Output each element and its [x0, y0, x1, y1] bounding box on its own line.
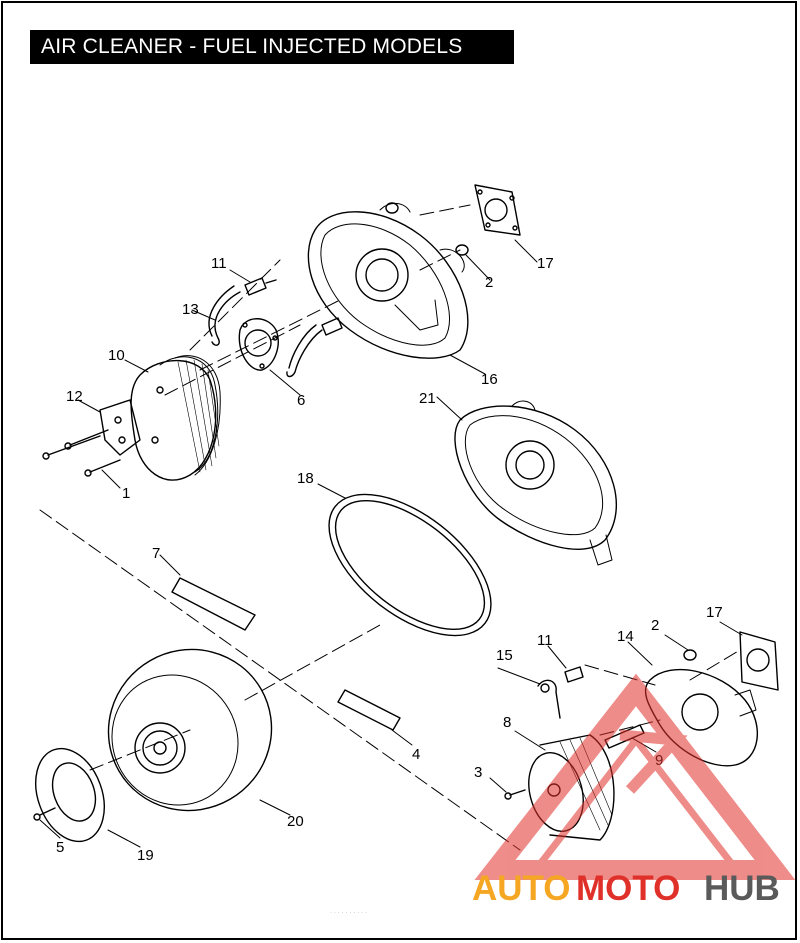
alignment-lines: [39, 204, 741, 851]
callout-13: 13: [182, 301, 199, 318]
callout-10: 10: [108, 347, 125, 364]
leader-lines: [39, 239, 743, 848]
label-plate-7: [171, 577, 256, 631]
callout-15: 15: [496, 647, 513, 664]
breather-hose-right: [286, 324, 323, 378]
washer-upper-a: [385, 202, 399, 214]
callout-7: 7: [152, 545, 160, 562]
callout-11-lower: 11: [537, 632, 553, 649]
gasket-top: [474, 184, 521, 236]
watermark-auto: AUTO: [472, 869, 571, 908]
callout-21: 21: [419, 390, 436, 407]
breather-clip: [537, 679, 561, 719]
gasket: [238, 318, 279, 371]
callout-19: 19: [137, 847, 154, 864]
callout-2-upper: 2: [485, 274, 493, 291]
air-filter-element: [130, 355, 221, 481]
trim-screw: [33, 807, 56, 821]
footer-caption: . . . . . . . . . .: [330, 908, 367, 915]
callout-16: 16: [481, 371, 498, 388]
seal-ring: [328, 493, 492, 637]
warning-triangle-icon: [474, 673, 796, 880]
callout-18: 18: [297, 470, 314, 487]
breather-hose-left: [208, 285, 241, 346]
air-cleaner-cover: [107, 648, 273, 812]
washer-lower: [683, 649, 697, 661]
watermark-hub: HUB: [704, 869, 780, 908]
watermark-logo: AUTO MOTO HUB: [472, 673, 796, 908]
callout-1: 1: [122, 485, 130, 502]
gasket-lower: [739, 631, 779, 691]
callout-12: 12: [66, 388, 83, 405]
callout-5: 5: [56, 839, 64, 856]
callout-numbers: 1 2 2 3 4 5 6 7 8 9 10 11 11 12 13 14 15…: [56, 255, 723, 864]
callout-20: 20: [287, 813, 304, 830]
callout-3: 3: [474, 764, 482, 781]
callout-2-lower: 2: [651, 617, 659, 634]
callout-17-lower: 17: [706, 604, 723, 621]
callout-14: 14: [617, 628, 634, 645]
breather-fitting-lower: [564, 666, 584, 683]
watermark-moto: MOTO: [576, 869, 680, 908]
callout-6: 6: [297, 392, 305, 409]
filter-screw: [504, 789, 526, 800]
callout-11-upper: 11: [211, 255, 227, 272]
label-plate-4: [337, 689, 401, 731]
washer-upper-b: [455, 244, 469, 256]
breather-fitting-upper: [244, 277, 277, 296]
breather-bracket: [99, 399, 141, 456]
trim-ring: [35, 747, 105, 843]
callout-17-upper: 17: [537, 255, 554, 272]
screws: [42, 429, 121, 477]
callout-8: 8: [503, 714, 511, 731]
diagram-title: AIR CLEANER - FUEL INJECTED MODELS: [30, 30, 514, 64]
backplate-lower: [454, 400, 618, 566]
callout-4: 4: [412, 746, 420, 763]
backplate-upper: [307, 203, 469, 359]
breather-fitting-mid: [321, 317, 343, 336]
